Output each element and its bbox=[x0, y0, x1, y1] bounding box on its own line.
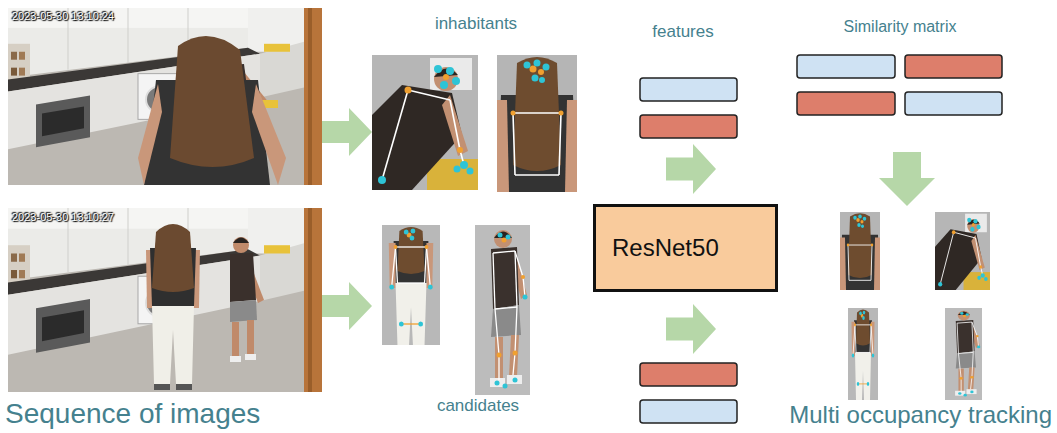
section-label: Similarity matrix bbox=[844, 18, 957, 36]
person-crop bbox=[848, 308, 878, 400]
feature-bar bbox=[640, 400, 737, 423]
timestamp: 2023-05-30 13:10:27 bbox=[12, 211, 114, 224]
similarity-matrix bbox=[797, 55, 1002, 115]
section-label: candidates bbox=[437, 396, 519, 416]
matrix-cell bbox=[905, 55, 1002, 78]
box-label: ResNet50 bbox=[612, 234, 719, 262]
flow-arrow bbox=[322, 282, 372, 330]
caption-text: Multi occupancy tracking bbox=[789, 401, 1052, 429]
feature-bar bbox=[640, 363, 737, 386]
video-frame bbox=[8, 208, 322, 392]
section-label: candidates bbox=[437, 396, 519, 415]
person-crop bbox=[382, 225, 440, 345]
section-label: features bbox=[652, 22, 713, 41]
person-crop bbox=[935, 212, 990, 290]
caption-text: Sequence of images bbox=[5, 398, 260, 429]
flow-arrow bbox=[666, 304, 716, 354]
person bbox=[138, 36, 286, 185]
kitchen-photo bbox=[8, 8, 322, 185]
matrix-cell bbox=[797, 55, 895, 78]
timestamp: 2023-05-30 13:10:24 bbox=[12, 10, 114, 22]
section-label: inhabitants bbox=[435, 14, 517, 33]
section-label: inhabitants bbox=[435, 14, 517, 34]
matrix-cell bbox=[905, 92, 1002, 115]
section-label: Similarity matrix bbox=[844, 18, 957, 35]
person-crop bbox=[945, 308, 982, 400]
flow-arrow bbox=[879, 152, 935, 206]
caption-text: Sequence of images bbox=[5, 398, 260, 430]
person-crop bbox=[840, 212, 880, 290]
person-crop bbox=[497, 55, 577, 192]
feature-bar bbox=[640, 78, 737, 101]
video-frame bbox=[8, 8, 322, 185]
timestamp: 2023-05-30 13:10:24 bbox=[12, 10, 114, 23]
caption-text: Multi occupancy tracking bbox=[789, 401, 1052, 428]
section-label: features bbox=[652, 22, 713, 42]
person-crop bbox=[372, 55, 478, 190]
person bbox=[230, 237, 264, 362]
timestamp: 2023-05-30 13:10:27 bbox=[12, 211, 114, 223]
flow-arrow bbox=[322, 108, 372, 156]
person bbox=[146, 224, 200, 390]
flow-arrow bbox=[666, 144, 716, 194]
feature-bar bbox=[640, 115, 737, 138]
person-crop bbox=[475, 225, 530, 395]
process-box: ResNet50 bbox=[593, 204, 778, 292]
matrix-cell bbox=[797, 92, 895, 115]
kitchen-photo bbox=[8, 208, 322, 392]
